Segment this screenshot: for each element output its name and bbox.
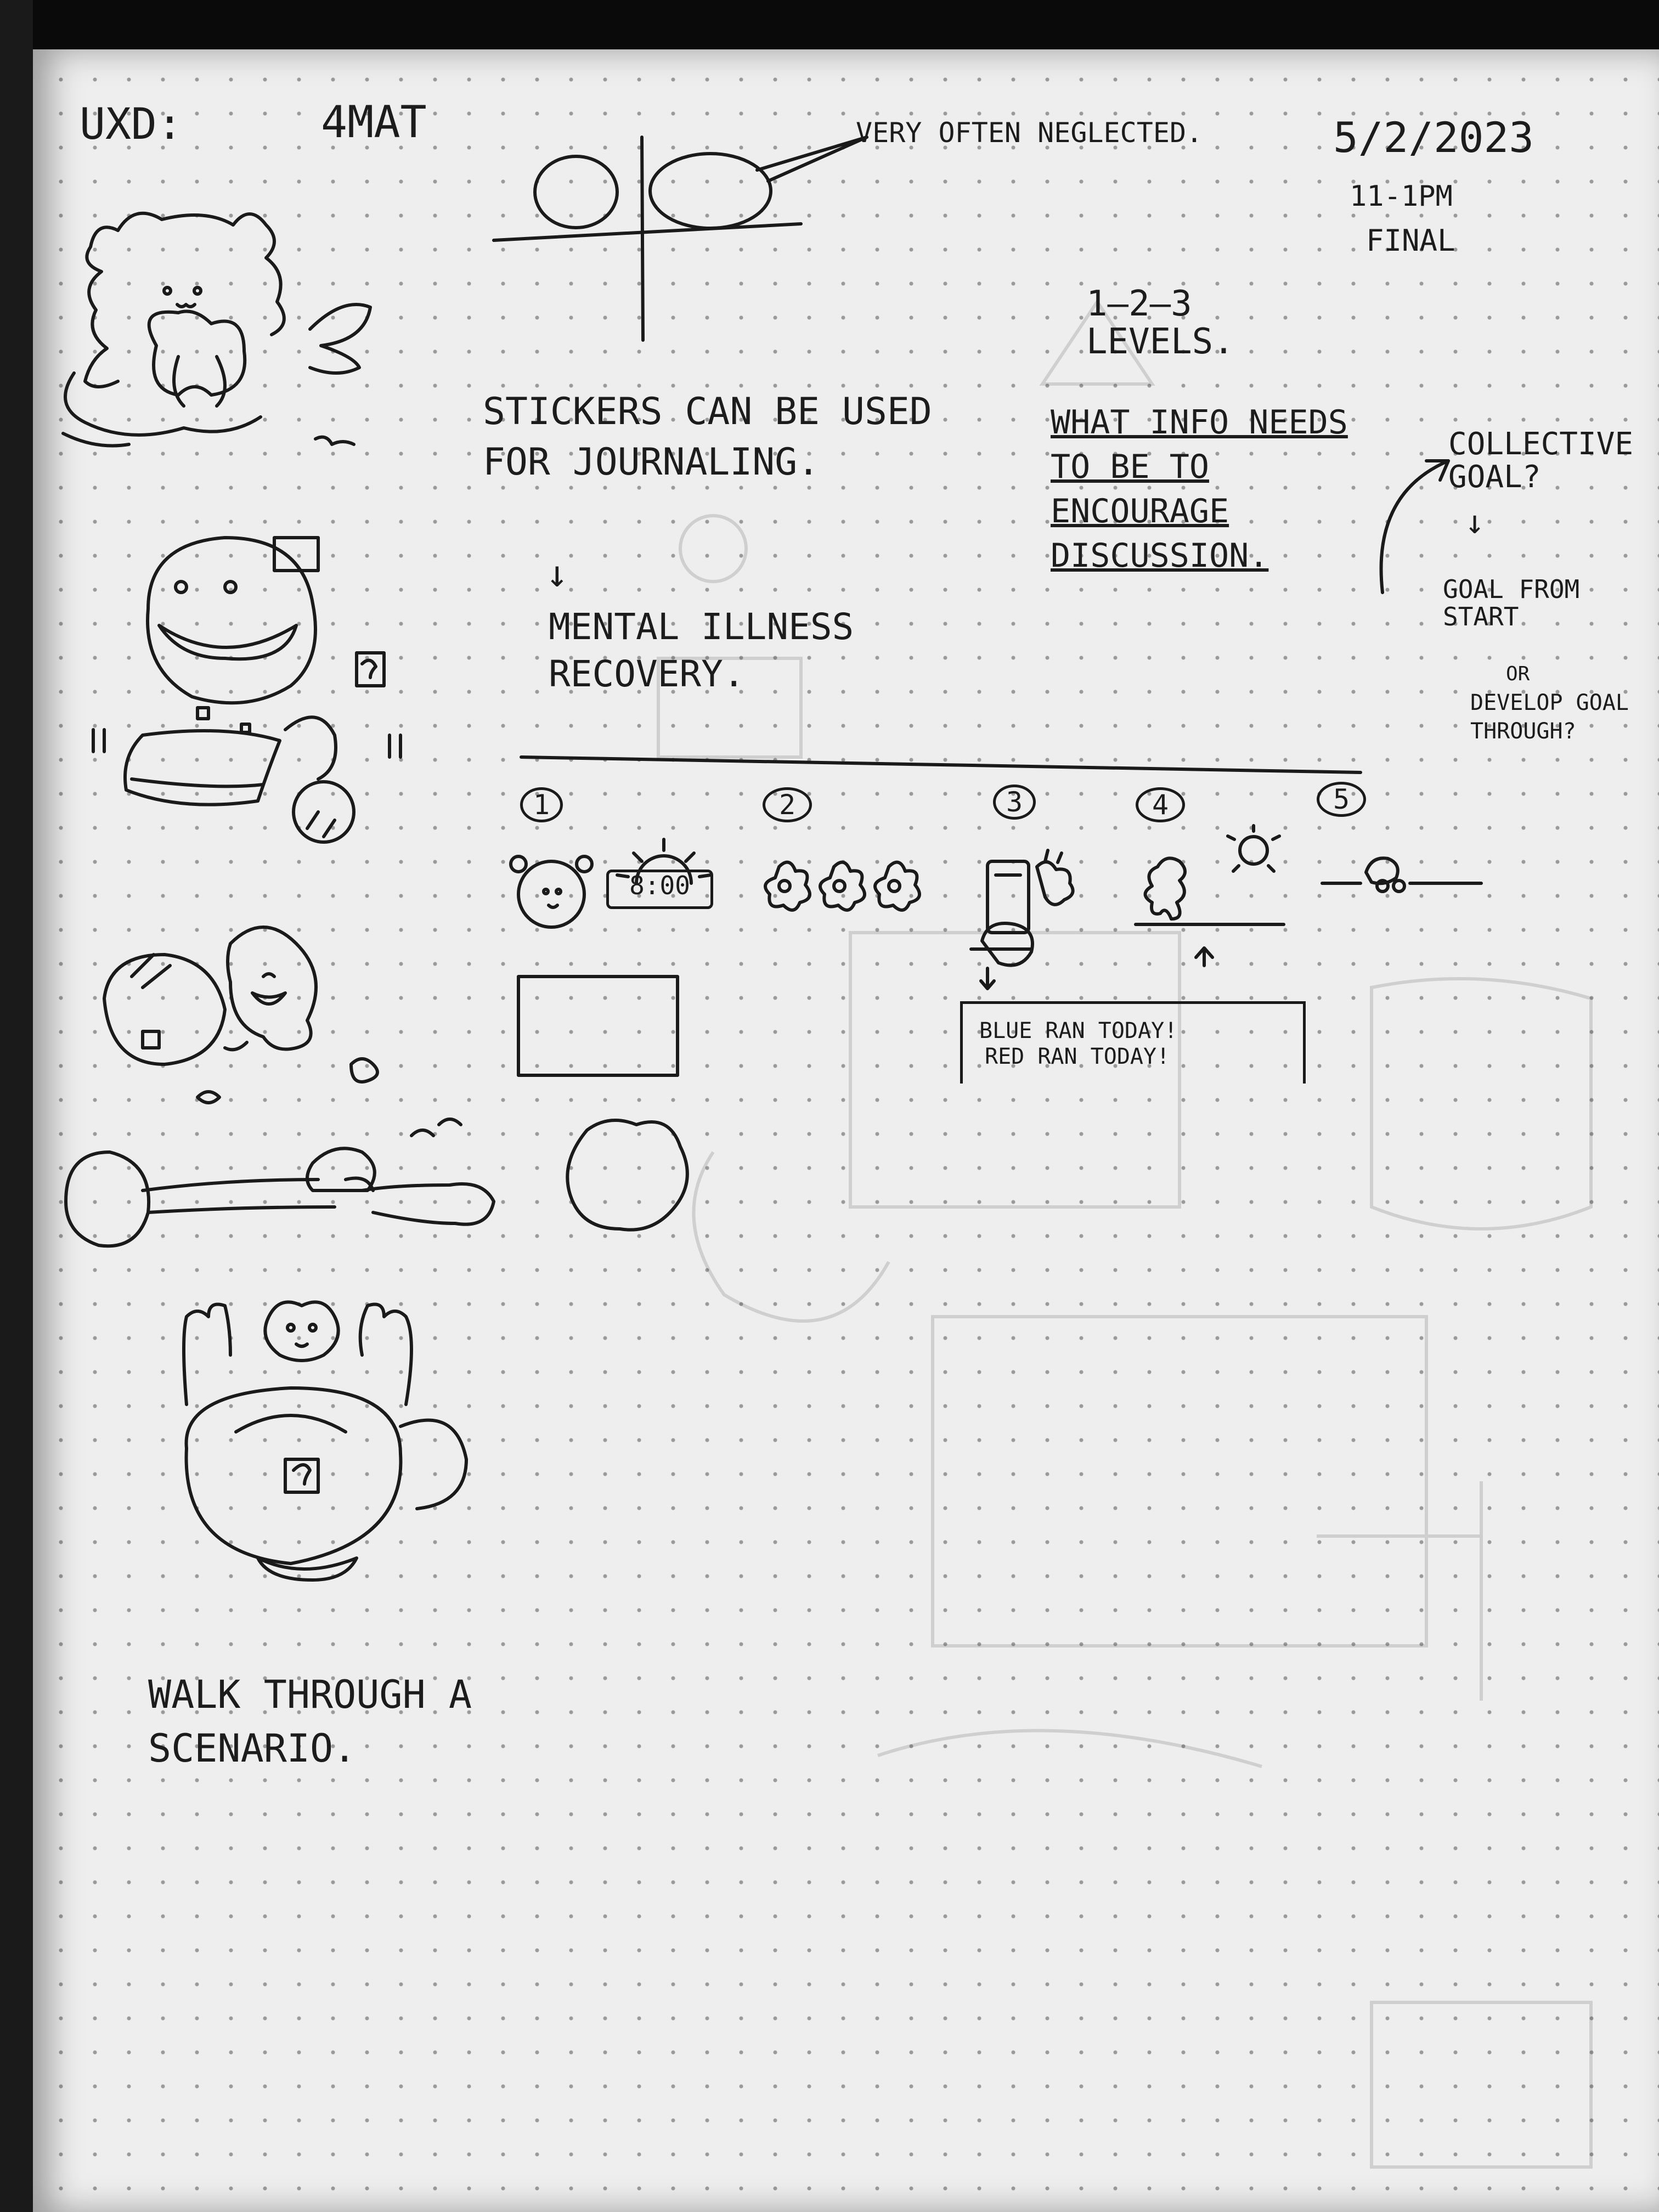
stretch-sticker-icon (64, 1118, 495, 1248)
curved-arrow-icon (1379, 459, 1450, 594)
neglected-note: VERY OFTEN NEGLECTED. (856, 117, 1203, 149)
panel-number-4: 4 (1136, 787, 1185, 822)
or-note: OR (1506, 663, 1530, 685)
caption-line-2: RED RAN TODAY! (985, 1044, 1170, 1070)
walkthrough-note: WALK THROUGH A SCENARIO. (148, 1672, 472, 1771)
course-label: UXD: (80, 100, 183, 149)
empty-panel-frame (517, 975, 679, 1077)
status-label: FINAL (1366, 223, 1455, 258)
info-note: WHAT INFO NEEDS TO BE TO ENCOURAGE DISCU… (1051, 403, 1348, 575)
goal-from-start-note: GOAL FROM START (1443, 574, 1580, 631)
time-label: 11-1PM (1350, 180, 1453, 213)
collective-goal-note: COLLECTIVE GOAL? (1448, 426, 1634, 495)
notebook-page (33, 49, 1659, 2212)
runner-icon (1134, 824, 1285, 967)
teapot-sticker-icon (182, 1300, 468, 1582)
levels-note: 1—2—3 LEVELS. (1086, 284, 1234, 363)
panel-number-1: 1 (520, 787, 563, 822)
flower-icon (764, 860, 921, 912)
mental-illness-note: MENTAL ILLNESS RECOVERY. (549, 606, 854, 695)
develop-goal-note: DEVELOP GOAL THROUGH? (1470, 690, 1629, 744)
arrow-down-icon: ↓ (546, 552, 568, 596)
panel-number-2: 2 (763, 787, 812, 822)
divider-line (520, 755, 1362, 774)
caption-box: BLUE RAN TODAY! RED RAN TODAY! (960, 1001, 1306, 1084)
phone-icon (969, 849, 1075, 990)
bleed-through-sketches (657, 298, 1593, 2169)
panel-number-5: 5 (1317, 782, 1366, 817)
monster-sticker-icon (92, 536, 402, 844)
clock-icon (509, 855, 594, 929)
date-label: 5/2/2023 (1333, 113, 1534, 162)
stickers-note: STICKERS CAN BE USED FOR JOURNALING. (483, 390, 932, 484)
page-title: 4MAT (321, 97, 427, 148)
bear-sticker-icon (61, 211, 372, 448)
caption-line-1: BLUE RAN TODAY! (979, 1018, 1178, 1043)
character-resting-icon (1321, 856, 1483, 893)
blob-shape (566, 1119, 689, 1232)
quadrant-diagram (492, 136, 868, 342)
arrow-down-icon-2: ↓ (1465, 503, 1485, 541)
notebook-binding (0, 0, 33, 2212)
alarm-display: 8:00 (606, 870, 713, 909)
bean-sticker-icon (103, 926, 379, 1104)
panel-number-3: 3 (993, 785, 1036, 820)
